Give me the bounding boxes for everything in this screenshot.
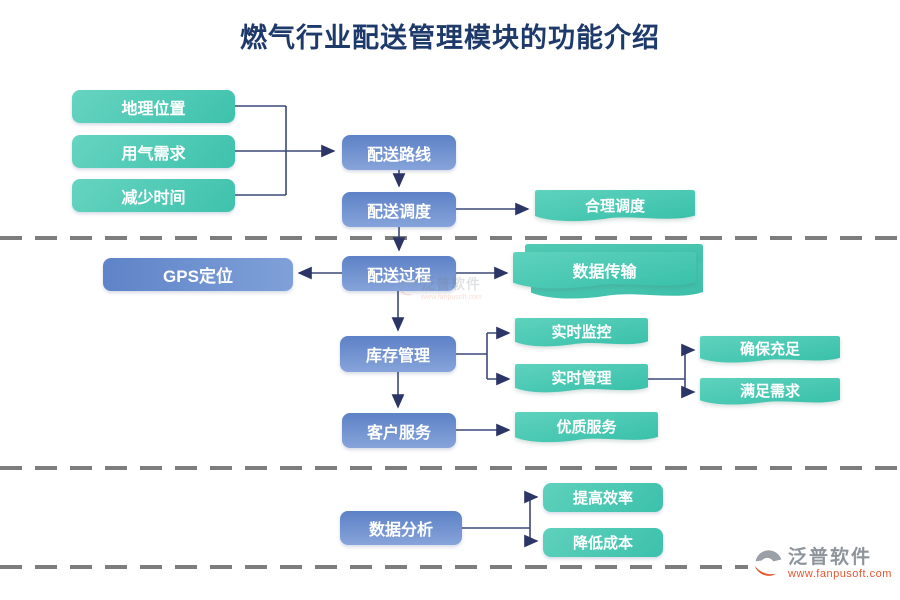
node-reduce-time: 减少时间 — [72, 179, 235, 212]
node-label: 实时监控 — [551, 324, 612, 341]
node-label: 减少时间 — [121, 189, 186, 207]
node-improve-efficiency: 提高效率 — [543, 483, 663, 512]
node-label: 优质服务 — [556, 419, 617, 436]
node-geo-location: 地理位置 — [72, 90, 235, 123]
node-label: 客户服务 — [366, 424, 431, 442]
node-label: 提高效率 — [572, 490, 633, 507]
node-label: 地理位置 — [121, 100, 186, 118]
node-label: 用气需求 — [121, 145, 186, 163]
node-gps-positioning: GPS定位 — [103, 258, 293, 291]
node-label: GPS定位 — [163, 267, 233, 286]
fanpu-logo-icon — [754, 550, 782, 576]
node-realtime-management: 实时管理 — [515, 364, 648, 395]
node-delivery-dispatch: 配送调度 — [342, 192, 456, 227]
node-label: 满足需求 — [739, 383, 800, 400]
node-reasonable-scheduling: 合理调度 — [535, 190, 695, 224]
node-label: 降低成本 — [572, 535, 633, 552]
node-label: 数据传输 — [572, 264, 637, 281]
node-data-analysis: 数据分析 — [340, 511, 462, 545]
node-ensure-sufficient: 确保充足 — [700, 336, 840, 365]
node-label: 配送过程 — [366, 267, 431, 285]
section-divider — [0, 565, 900, 569]
node-realtime-monitoring: 实时监控 — [515, 318, 648, 349]
node-label: 库存管理 — [365, 348, 430, 365]
node-delivery-process: 配送过程 — [342, 256, 456, 291]
node-gas-demand: 用气需求 — [72, 135, 235, 168]
node-delivery-route: 配送路线 — [342, 135, 456, 170]
section-divider — [0, 236, 900, 240]
node-quality-service: 优质服务 — [515, 412, 658, 445]
node-label: 实时管理 — [551, 370, 612, 387]
section-divider — [0, 466, 900, 470]
brand-name: 泛普软件 — [788, 547, 873, 568]
page-title: 燃气行业配送管理模块的功能介绍 — [240, 23, 660, 53]
node-label: 配送路线 — [366, 146, 431, 164]
brand-site-url: www.fanpusoft.com — [788, 568, 892, 580]
node-data-transfer: 数据传输 — [513, 252, 696, 292]
node-label: 合理调度 — [584, 197, 645, 215]
node-customer-service: 客户服务 — [342, 413, 456, 448]
node-inventory-management: 库存管理 — [340, 336, 456, 372]
node-reduce-cost: 降低成本 — [543, 528, 663, 557]
node-meet-demand: 满足需求 — [700, 378, 840, 407]
node-label: 配送调度 — [366, 203, 431, 221]
node-label: 确保充足 — [739, 341, 800, 358]
node-label: 数据分析 — [368, 522, 433, 539]
brand-logo: 泛普软件 www.fanpusoft.com — [748, 546, 900, 583]
